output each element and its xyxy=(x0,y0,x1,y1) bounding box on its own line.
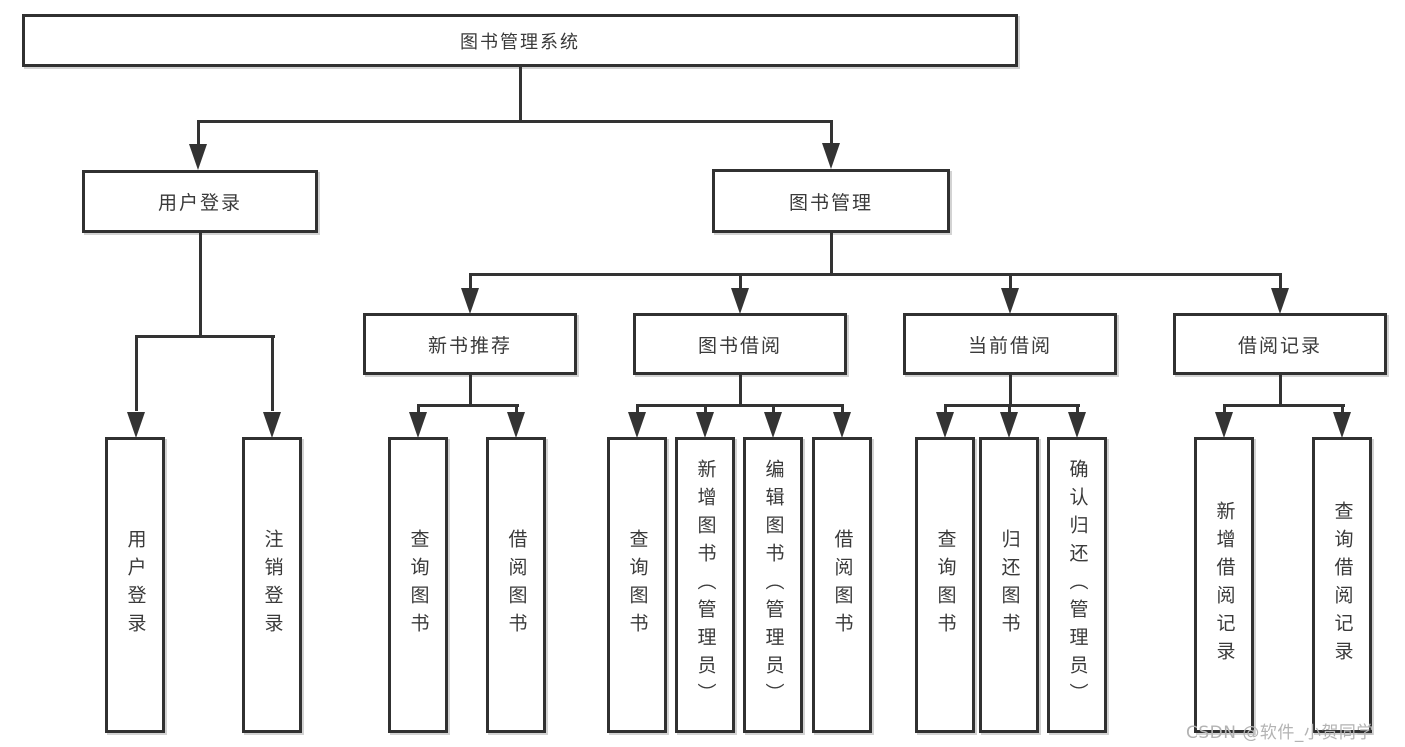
node-label: 用户登录 xyxy=(157,192,242,214)
node-label: 图书管理 xyxy=(788,191,873,214)
leaf-user-login: 用户登录 xyxy=(105,437,165,733)
connector-line xyxy=(1279,273,1282,293)
connector-line xyxy=(944,404,947,416)
connector-line xyxy=(636,404,639,416)
arrowhead-icon xyxy=(628,412,646,438)
connector-line xyxy=(739,375,742,406)
arrowhead-icon xyxy=(1068,412,1086,438)
connector-line xyxy=(636,404,844,407)
connector-line xyxy=(704,404,707,416)
node-current-borrowing: 当前借阅 xyxy=(903,313,1117,375)
arrowhead-icon xyxy=(1333,412,1351,438)
arrowhead-icon xyxy=(1001,288,1019,314)
arrowhead-icon xyxy=(764,412,782,438)
node-label: 查询图书 xyxy=(934,529,957,641)
arrowhead-icon xyxy=(1271,288,1289,314)
connector-line xyxy=(830,233,833,275)
connector-line xyxy=(944,404,1080,407)
connector-line xyxy=(1009,375,1012,406)
node-label: 注销登录 xyxy=(261,529,284,641)
connector-line xyxy=(417,404,420,416)
leaf-br-add-borrow-record: 新增借阅记录 xyxy=(1194,437,1254,733)
arrowhead-icon xyxy=(263,412,281,438)
node-label: 查询图书 xyxy=(407,529,430,641)
leaf-bb-borrow-books: 借阅图书 xyxy=(812,437,872,733)
node-label: 确认归还（管理员） xyxy=(1066,459,1089,711)
connector-line xyxy=(135,335,138,411)
leaf-nbr-borrow-books: 借阅图书 xyxy=(486,437,546,733)
arrowhead-icon xyxy=(507,412,525,438)
node-new-book-recommendation: 新书推荐 xyxy=(363,313,577,375)
node-label: 查询借阅记录 xyxy=(1331,501,1354,669)
arrowhead-icon xyxy=(409,412,427,438)
connector-line xyxy=(417,404,519,407)
node-book-management: 图书管理 xyxy=(712,169,950,233)
node-label: 新书推荐 xyxy=(427,334,512,357)
connector-line xyxy=(1008,404,1011,416)
leaf-nbr-query-books: 查询图书 xyxy=(388,437,448,733)
leaf-cb-confirm-return-admin: 确认归还（管理员） xyxy=(1047,437,1107,733)
node-label: 图书管理系统 xyxy=(460,31,580,53)
leaf-bb-add-books-admin: 新增图书（管理员） xyxy=(675,437,735,733)
node-label: 编辑图书（管理员） xyxy=(762,459,785,711)
node-label: 借阅图书 xyxy=(831,529,854,641)
node-library-management-system: 图书管理系统 xyxy=(22,14,1018,67)
leaf-bb-edit-books-admin: 编辑图书（管理员） xyxy=(743,437,803,733)
leaf-cb-return-books: 归还图书 xyxy=(979,437,1039,733)
node-label: 图书借阅 xyxy=(697,334,782,357)
connector-line xyxy=(1341,404,1344,416)
arrowhead-icon xyxy=(127,412,145,438)
connector-line xyxy=(772,404,775,416)
leaf-br-query-borrow-record: 查询借阅记录 xyxy=(1312,437,1372,733)
connector-line xyxy=(271,335,274,411)
arrowhead-icon xyxy=(936,412,954,438)
node-label: 借阅记录 xyxy=(1237,334,1322,357)
leaf-bb-query-books: 查询图书 xyxy=(607,437,667,733)
connector-line xyxy=(197,120,833,123)
arrowhead-icon xyxy=(1215,412,1233,438)
connector-line xyxy=(1009,273,1012,293)
connector-line xyxy=(1279,375,1282,406)
connector-line xyxy=(515,404,518,416)
connector-line xyxy=(469,273,472,293)
node-label: 当前借阅 xyxy=(967,334,1052,357)
node-label: 用户登录 xyxy=(124,529,147,641)
connector-line xyxy=(830,120,833,147)
connector-line xyxy=(197,120,200,148)
connector-line xyxy=(1223,404,1226,416)
arrowhead-icon xyxy=(696,412,714,438)
arrowhead-icon xyxy=(833,412,851,438)
node-borrowing-records: 借阅记录 xyxy=(1173,313,1387,375)
connector-line xyxy=(1076,404,1079,416)
connector-line xyxy=(469,375,472,406)
node-user-login: 用户登录 xyxy=(82,170,318,233)
arrowhead-icon xyxy=(1000,412,1018,438)
arrowhead-icon xyxy=(731,288,749,314)
node-label: 归还图书 xyxy=(998,529,1021,641)
node-label: 借阅图书 xyxy=(505,529,528,641)
connector-line xyxy=(519,66,522,122)
leaf-cb-query-books: 查询图书 xyxy=(915,437,975,733)
arrowhead-icon xyxy=(822,143,840,169)
arrowhead-icon xyxy=(189,144,207,170)
node-book-borrowing: 图书借阅 xyxy=(633,313,847,375)
node-label: 新增图书（管理员） xyxy=(694,459,717,711)
watermark: CSDN @软件_小贺同学 xyxy=(1186,723,1374,743)
connector-line xyxy=(1223,404,1345,407)
connector-line xyxy=(739,273,742,293)
connector-line xyxy=(469,273,1282,276)
connector-line xyxy=(135,335,275,338)
leaf-logout: 注销登录 xyxy=(242,437,302,733)
node-label: 新增借阅记录 xyxy=(1213,501,1236,669)
arrowhead-icon xyxy=(461,288,479,314)
connector-line xyxy=(841,404,844,416)
connector-line xyxy=(199,233,202,337)
node-label: 查询图书 xyxy=(626,529,649,641)
